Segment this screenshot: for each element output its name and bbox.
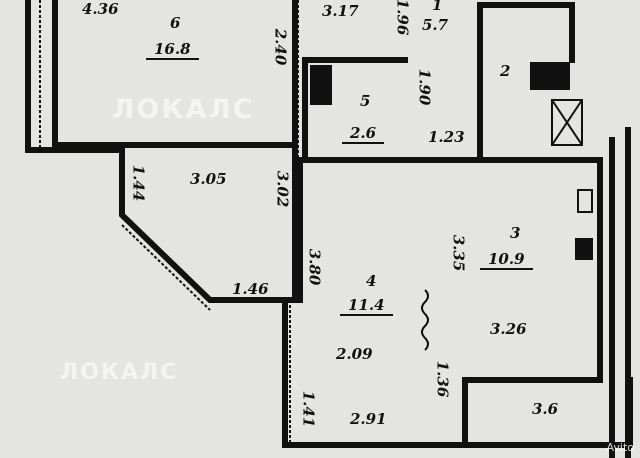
- dim-label: 4.36: [82, 0, 119, 18]
- dim-label: 3.02: [273, 170, 292, 208]
- dim-label: 3.17: [322, 2, 359, 20]
- shaft: [530, 62, 570, 90]
- dim-label: 3.26: [490, 320, 527, 338]
- wall-main: [297, 157, 603, 378]
- vent-shaft-icon: [551, 99, 583, 146]
- wall-right: [609, 127, 631, 458]
- watermark-brand-2: ЛОКАЛС: [60, 360, 179, 385]
- wall-bottom: [282, 297, 633, 448]
- dim-label: 2.40: [271, 28, 290, 66]
- dim-label: 3.35: [449, 234, 468, 272]
- wall-room-6: [25, 0, 298, 153]
- dim-label: 1.46: [232, 280, 269, 298]
- wall-bath-block: [302, 2, 603, 163]
- room-3-area: 10.9: [480, 250, 533, 270]
- stove-icon: [575, 238, 593, 260]
- room-5-area: 2.6: [342, 124, 385, 144]
- dim-label: 2.09: [336, 345, 373, 363]
- sliding-partition: [421, 289, 429, 351]
- dim-label: 3.05: [190, 170, 227, 188]
- room-6-area: 16.8: [146, 40, 199, 60]
- room-4-number: 4: [366, 272, 377, 290]
- room-1-number: 1: [432, 0, 443, 14]
- watermark-brand: ЛОКАЛС: [112, 94, 255, 125]
- room-4-area: 11.4: [340, 296, 393, 316]
- room-2-number: 2: [500, 62, 511, 80]
- dim-label: 2.91: [350, 410, 387, 428]
- bath-fixture: [310, 65, 332, 105]
- room-3-number: 3: [510, 224, 521, 242]
- dim-label: 1.44: [129, 164, 148, 202]
- room-1-area: 5.7: [422, 16, 449, 34]
- room-5-number: 5: [360, 92, 371, 110]
- dim-label: 1.90: [415, 68, 434, 106]
- watermark-avito: Avito: [606, 441, 635, 454]
- dim-label: 3.6: [532, 400, 559, 418]
- dim-label: 1.96: [393, 0, 412, 36]
- dim-label: 1.36: [433, 360, 452, 398]
- wall-loggia: [119, 147, 298, 303]
- room-6-number: 6: [170, 14, 181, 32]
- dim-label: 1.23: [428, 128, 465, 146]
- dim-label: 3.80: [305, 248, 324, 286]
- dim-label: 1.41: [299, 390, 318, 428]
- sink-icon: [577, 189, 593, 213]
